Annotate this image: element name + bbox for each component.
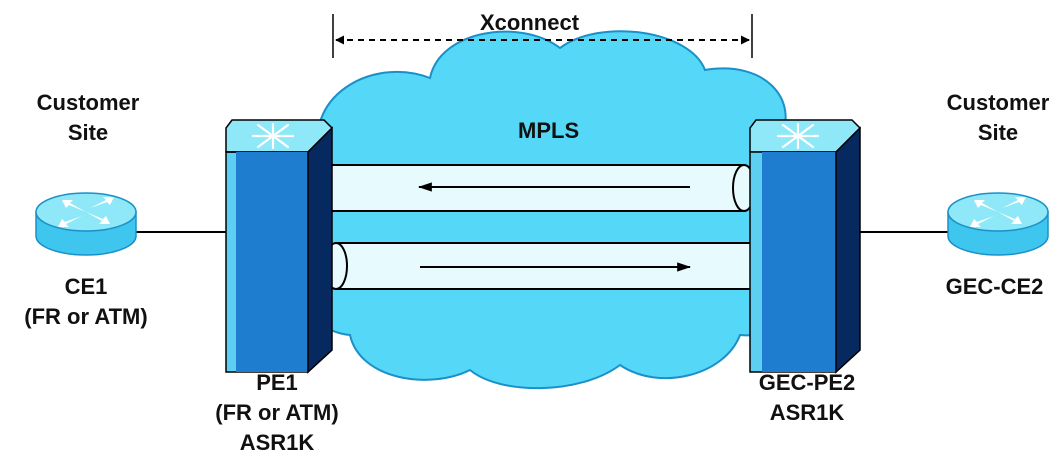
ce1-type: (FR or ATM) bbox=[24, 304, 148, 329]
right-site-line2: Site bbox=[977, 120, 1019, 145]
pe2-name: GEC-PE2 bbox=[758, 370, 856, 395]
ce2-router-icon bbox=[947, 192, 1049, 256]
right-site-label: Customer Site bbox=[938, 88, 1058, 148]
pe2-model: ASR1K bbox=[769, 400, 845, 425]
pe1-model: ASR1K bbox=[239, 430, 315, 455]
ce1-name: CE1 bbox=[64, 274, 108, 299]
tunnel-upper bbox=[325, 164, 756, 212]
ce1-label: CE1 (FR or ATM) bbox=[6, 272, 166, 332]
left-site-line1: Customer bbox=[36, 90, 140, 115]
ce2-label: GEC-CE2 bbox=[930, 272, 1059, 302]
pe1-type: (FR or ATM) bbox=[215, 400, 339, 425]
ce2-name: GEC-CE2 bbox=[945, 274, 1044, 299]
pe1-device bbox=[225, 119, 334, 374]
pe1-label: PE1 (FR or ATM) ASR1K bbox=[192, 368, 362, 458]
pe1-name: PE1 bbox=[256, 370, 298, 395]
right-site-line1: Customer bbox=[946, 90, 1050, 115]
ce1-router-icon bbox=[35, 192, 137, 256]
mpls-label: MPLS bbox=[518, 118, 580, 143]
left-site-line2: Site bbox=[67, 120, 109, 145]
tunnel-lower bbox=[324, 242, 755, 290]
switch-icon bbox=[776, 122, 820, 150]
xconnect-label: Xconnect bbox=[480, 10, 580, 35]
left-site-label: Customer Site bbox=[28, 88, 148, 148]
switch-icon bbox=[251, 122, 295, 150]
pe2-device bbox=[749, 119, 862, 374]
pe2-label: GEC-PE2 ASR1K bbox=[722, 368, 892, 428]
